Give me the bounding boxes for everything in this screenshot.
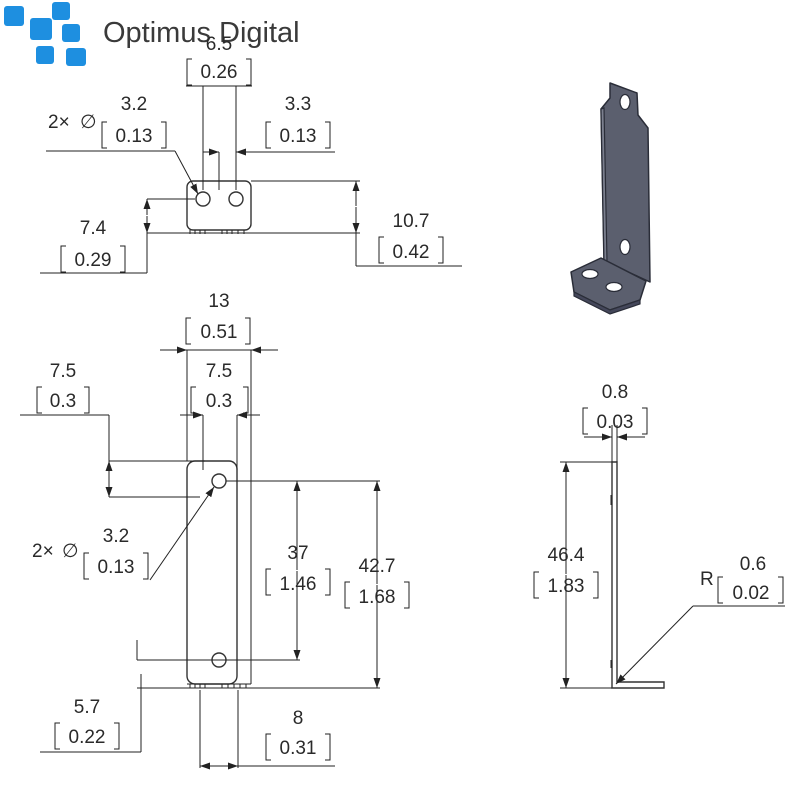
dim-hole-spacing-mm: 37 <box>287 543 308 564</box>
dim-foot-width-in: 0.31 <box>280 738 317 759</box>
dim-top-hole-height-in: 1.68 <box>359 587 396 608</box>
dim-height-in: 1.83 <box>548 576 585 597</box>
dim-bottom-height-mm: 5.7 <box>74 697 100 718</box>
dim-hole-offset-in: 0.3 <box>206 391 232 412</box>
dim-foot-width-mm: 8 <box>293 708 304 729</box>
brand-logo: Optimus Digital <box>4 2 300 66</box>
brand-name: Optimus Digital <box>103 17 300 49</box>
dim-front-diameter-count: 2× <box>32 541 54 562</box>
top-hole-right <box>228 191 244 207</box>
dim-hole-spacing-in: 1.46 <box>280 574 317 595</box>
dim-thickness-mm: 0.8 <box>602 382 628 403</box>
dim-hole-height-mm: 7.4 <box>80 218 107 239</box>
front-hole-top <box>211 473 227 489</box>
dim-hole-gap-in: 0.13 <box>280 126 317 147</box>
dim-top-diameter-mm: 3.2 <box>121 94 147 115</box>
iso-hole-top <box>619 93 631 111</box>
dim-front-diameter-mm: 3.2 <box>103 526 129 547</box>
side-view: 0.8 0.03 46.4 1.83 R 0.6 0.02 <box>533 382 785 689</box>
dim-edge-to-hole-in: 0.3 <box>50 391 76 412</box>
diameter-symbol: ∅ <box>80 111 97 133</box>
dim-top-diameter-count: 2× <box>48 112 70 133</box>
dim-radius-mm: 0.6 <box>740 554 766 575</box>
top-view: 6.5 0.26 2× ∅ 3.2 0.13 3.3 0.13 7.4 0.29 <box>40 34 462 274</box>
dim-top-diameter-in: 0.13 <box>116 126 153 147</box>
iso-view <box>570 82 651 315</box>
dim-bottom-height-in: 0.22 <box>69 727 106 748</box>
dim-hole-height-in: 0.29 <box>75 250 112 271</box>
dim-overall-width-in: 0.51 <box>201 322 238 343</box>
dim-height-mm: 46.4 <box>548 545 585 566</box>
side-view-profile <box>611 461 665 689</box>
front-view-foot <box>187 683 251 688</box>
iso-foot-hole-right <box>605 281 623 293</box>
dim-edge-to-hole-mm: 7.5 <box>50 361 76 382</box>
top-hole-left <box>195 191 211 207</box>
dim-radius-prefix: R <box>700 569 714 590</box>
dim-hole-pitch-mm: 6.5 <box>206 34 232 55</box>
iso-hole-lower <box>619 238 631 256</box>
dim-top-hole-height-mm: 42.7 <box>359 556 396 577</box>
front-view-plate-outline <box>186 460 238 685</box>
dim-hole-gap-mm: 3.3 <box>285 94 311 115</box>
dim-hole-offset-mm: 7.5 <box>206 361 232 382</box>
top-view-tabs <box>189 230 245 234</box>
iso-foot-hole-left <box>581 268 599 280</box>
dim-thickness-in: 0.03 <box>597 412 634 433</box>
diameter-symbol-front: ∅ <box>62 540 79 562</box>
dim-foot-depth-mm: 10.7 <box>393 211 430 232</box>
dim-overall-width-mm: 13 <box>208 291 229 312</box>
logo-icon <box>4 2 86 66</box>
front-view: 13 0.51 7.5 0.3 7.5 0.3 2× ∅ 3.2 0.13 <box>20 291 410 770</box>
dim-hole-pitch-in: 0.26 <box>201 62 238 83</box>
dim-radius-in: 0.02 <box>733 583 770 604</box>
dim-foot-depth-in: 0.42 <box>393 242 430 263</box>
dim-front-diameter-in: 0.13 <box>98 557 135 578</box>
iso-foot-edge <box>573 291 641 315</box>
